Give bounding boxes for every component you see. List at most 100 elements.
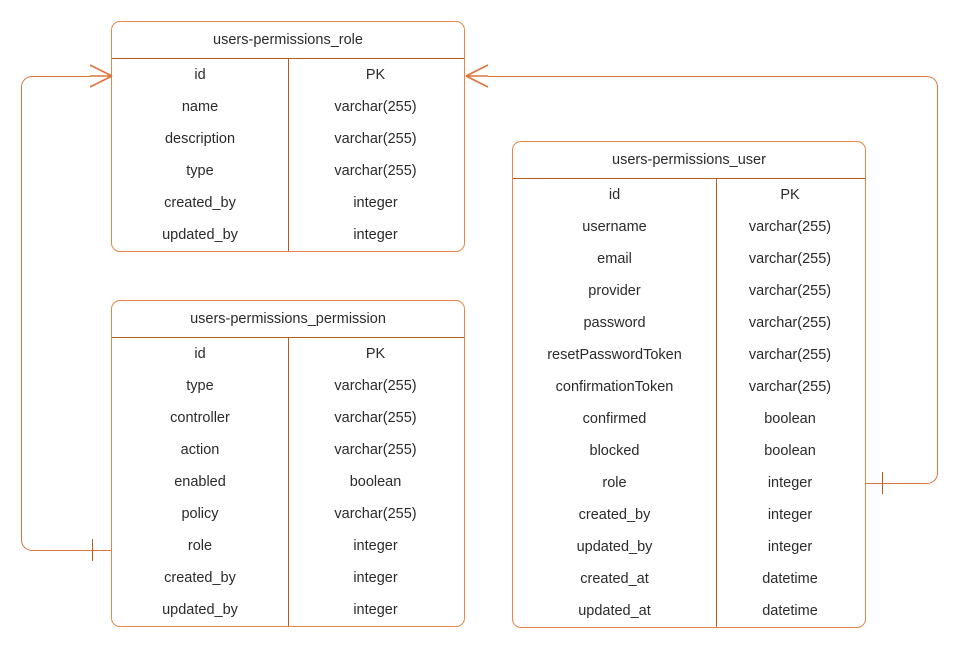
table-row[interactable]: created_by integer: [112, 187, 464, 219]
row-type: varchar(255): [748, 219, 832, 235]
row-type: datetime: [762, 603, 818, 619]
row-field: role: [602, 475, 627, 491]
row-field: id: [194, 346, 206, 362]
row-field: password: [583, 315, 646, 331]
row-field: description: [164, 131, 236, 147]
row-type: varchar(255): [748, 315, 832, 331]
table-row[interactable]: password varchar(255): [513, 307, 865, 339]
table-row[interactable]: policy varchar(255): [112, 498, 464, 530]
row-type: varchar(255): [748, 251, 832, 267]
row-field: provider: [588, 283, 641, 299]
row-type: integer: [353, 538, 398, 554]
row-field: type: [186, 378, 214, 394]
row-type: boolean: [764, 443, 816, 459]
connector-role-permission-corner-tl: [21, 76, 33, 89]
row-type: varchar(255): [334, 163, 417, 179]
table-row[interactable]: role integer: [513, 467, 865, 499]
table-row[interactable]: enabled boolean: [112, 466, 464, 498]
row-type: PK: [780, 187, 800, 203]
column-divider-user: [716, 179, 717, 627]
table-row[interactable]: resetPasswordToken varchar(255): [513, 339, 865, 371]
table-row[interactable]: description varchar(255): [112, 123, 464, 155]
row-type: varchar(255): [334, 99, 417, 115]
table-row[interactable]: type varchar(255): [112, 155, 464, 187]
row-field: type: [186, 163, 214, 179]
row-field: email: [597, 251, 632, 267]
row-field: blocked: [589, 443, 640, 459]
table-row[interactable]: controller varchar(255): [112, 402, 464, 434]
row-type: integer: [353, 602, 398, 618]
table-row[interactable]: id PK: [112, 338, 464, 370]
column-divider-permission: [288, 338, 289, 626]
table-row[interactable]: updated_by integer: [513, 531, 865, 563]
row-type: integer: [767, 539, 813, 555]
connector-role-user-seg-top: [488, 76, 927, 77]
row-type: integer: [767, 475, 813, 491]
table-users-permissions-permission[interactable]: users-permissions_permission id PK type …: [111, 300, 465, 627]
row-field: name: [181, 99, 219, 115]
table-row[interactable]: id PK: [112, 59, 464, 91]
row-field: id: [194, 67, 206, 83]
connector-role-permission-seg-vertical: [21, 88, 22, 539]
row-field: action: [180, 442, 220, 458]
table-body-permission: id PK type varchar(255) controller varch…: [112, 338, 464, 626]
table-users-permissions-user[interactable]: users-permissions_user id PK username va…: [512, 141, 866, 628]
table-row[interactable]: updated_by integer: [112, 594, 464, 626]
table-row[interactable]: created_at datetime: [513, 563, 865, 595]
row-type: varchar(255): [748, 379, 832, 395]
cardinality-one-user-role: [882, 472, 883, 494]
table-row[interactable]: type varchar(255): [112, 370, 464, 402]
row-field: created_at: [580, 571, 649, 587]
row-field: role: [187, 538, 213, 554]
row-field: enabled: [174, 474, 226, 490]
row-type: datetime: [762, 571, 818, 587]
connector-role-permission-seg-top: [32, 76, 90, 77]
row-type: varchar(255): [334, 131, 417, 147]
table-row[interactable]: created_by integer: [112, 562, 464, 594]
row-type: varchar(255): [334, 506, 417, 522]
column-divider-role: [288, 59, 289, 251]
table-row[interactable]: email varchar(255): [513, 243, 865, 275]
table-row[interactable]: confirmationToken varchar(255): [513, 371, 865, 403]
connector-role-permission-seg-bottom: [32, 550, 112, 551]
table-row[interactable]: role integer: [112, 530, 464, 562]
row-field: id: [608, 187, 621, 203]
table-row[interactable]: created_by integer: [513, 499, 865, 531]
table-title-user: users-permissions_user: [513, 142, 865, 179]
row-type: PK: [365, 346, 386, 362]
table-users-permissions-role[interactable]: users-permissions_role id PK name varcha…: [111, 21, 465, 252]
table-row[interactable]: updated_by integer: [112, 219, 464, 251]
row-field: updated_by: [162, 227, 238, 243]
crowfoot-many-role-left: [89, 64, 113, 88]
row-type: varchar(255): [334, 378, 417, 394]
table-row[interactable]: username varchar(255): [513, 211, 865, 243]
row-type: varchar(255): [748, 347, 832, 363]
connector-role-user-seg-bottom: [864, 483, 927, 484]
row-type: integer: [353, 227, 398, 243]
table-title-role: users-permissions_role: [112, 22, 464, 59]
table-row[interactable]: blocked boolean: [513, 435, 865, 467]
row-type: integer: [767, 507, 813, 523]
table-row[interactable]: confirmed boolean: [513, 403, 865, 435]
row-type: varchar(255): [334, 410, 417, 426]
table-title-permission: users-permissions_permission: [112, 301, 464, 338]
connector-role-user-corner-br: [926, 471, 938, 484]
row-field: policy: [181, 506, 219, 522]
row-type: PK: [365, 67, 386, 83]
cardinality-one-permission-role: [92, 539, 93, 561]
table-row[interactable]: action varchar(255): [112, 434, 464, 466]
row-field: updated_at: [578, 603, 651, 619]
table-row[interactable]: updated_at datetime: [513, 595, 865, 627]
row-field: confirmed: [582, 411, 647, 427]
table-body-user: id PK username varchar(255) email varcha…: [513, 179, 865, 627]
table-row[interactable]: provider varchar(255): [513, 275, 865, 307]
row-field: controller: [170, 410, 230, 426]
row-field: updated_by: [162, 602, 238, 618]
row-field: resetPasswordToken: [547, 347, 682, 363]
row-field: created_by: [164, 195, 236, 211]
table-row[interactable]: name varchar(255): [112, 91, 464, 123]
table-row[interactable]: id PK: [513, 179, 865, 211]
row-type: integer: [353, 195, 398, 211]
row-type: boolean: [349, 474, 402, 490]
